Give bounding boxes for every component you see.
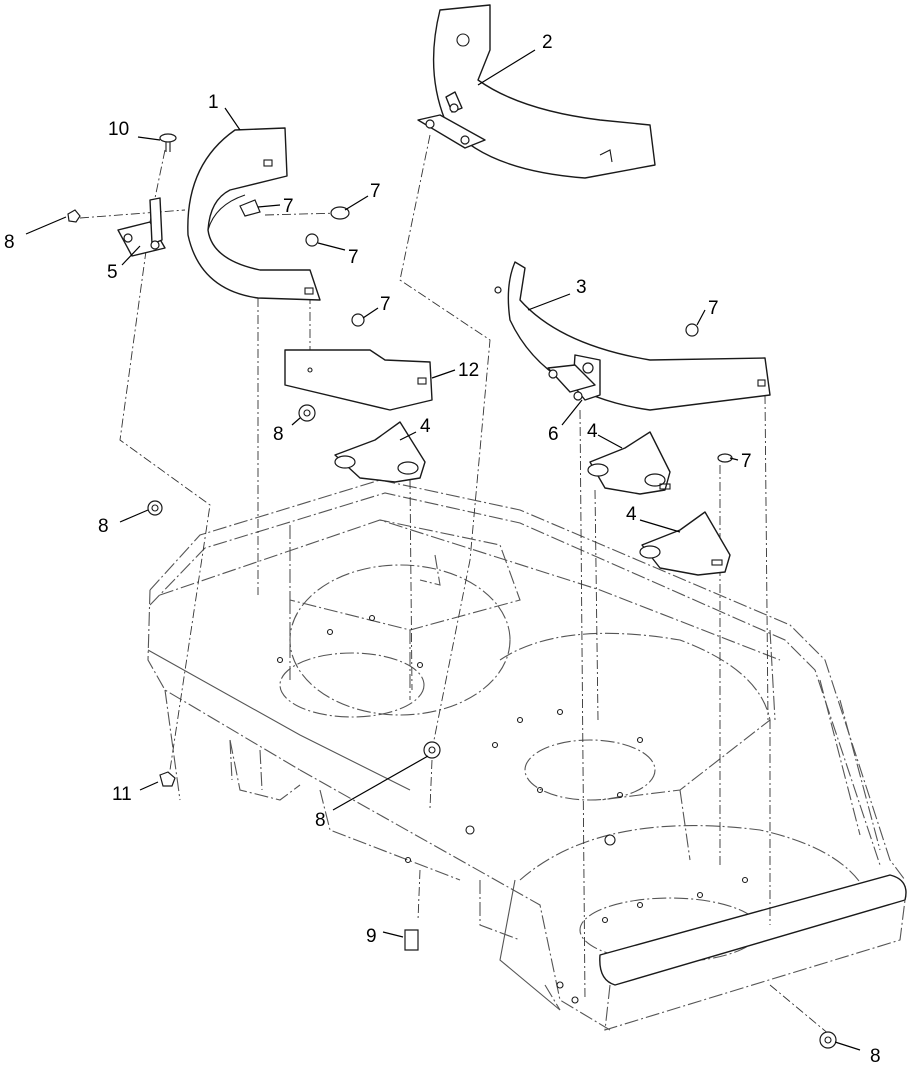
spindle-bracket-part-4-c (639, 511, 731, 576)
callout-7-e: 7 (708, 298, 719, 319)
callout-12: 12 (458, 360, 479, 381)
callout-2: 2 (542, 32, 553, 53)
leader-lines (25, 49, 861, 1051)
callout-8-d: 8 (315, 810, 326, 831)
callout-4-a: 4 (420, 416, 431, 437)
callout-7-b: 7 (370, 181, 381, 202)
callout-11: 11 (112, 784, 132, 805)
belt-cover-part-2 (417, 4, 656, 179)
callout-8-b: 8 (98, 516, 109, 537)
callout-8-a: 8 (4, 232, 15, 253)
callout-4-b: 4 (587, 421, 598, 442)
callout-9: 9 (366, 926, 377, 947)
belt-cover-part-3 (494, 261, 771, 411)
callout-1: 1 (208, 92, 219, 113)
bracket-part-5 (117, 197, 166, 257)
hardware (67, 133, 837, 1049)
cover-plate-part-12 (284, 349, 433, 411)
spindle-bracket-part-4-a (334, 421, 426, 483)
callout-8-e: 8 (870, 1046, 881, 1067)
callout-7-d: 7 (380, 294, 391, 315)
callout-labels: 1 2 3 4 4 4 5 6 7 7 7 7 7 7 8 8 8 8 8 9 … (4, 32, 881, 1067)
belt-cover-part-1 (187, 127, 321, 301)
callout-5: 5 (107, 262, 118, 283)
callout-7-c: 7 (348, 247, 359, 268)
callout-7-a: 7 (283, 196, 294, 217)
callout-4-c: 4 (626, 504, 637, 525)
callout-3: 3 (576, 277, 587, 298)
callout-6: 6 (548, 424, 559, 445)
callout-8-c: 8 (273, 424, 284, 445)
spindle-bracket-part-4-b (587, 431, 671, 495)
callout-7-f: 7 (741, 451, 752, 472)
mower-deck (147, 479, 907, 1031)
alignment-lines (79, 134, 831, 1036)
callout-10: 10 (108, 119, 129, 140)
